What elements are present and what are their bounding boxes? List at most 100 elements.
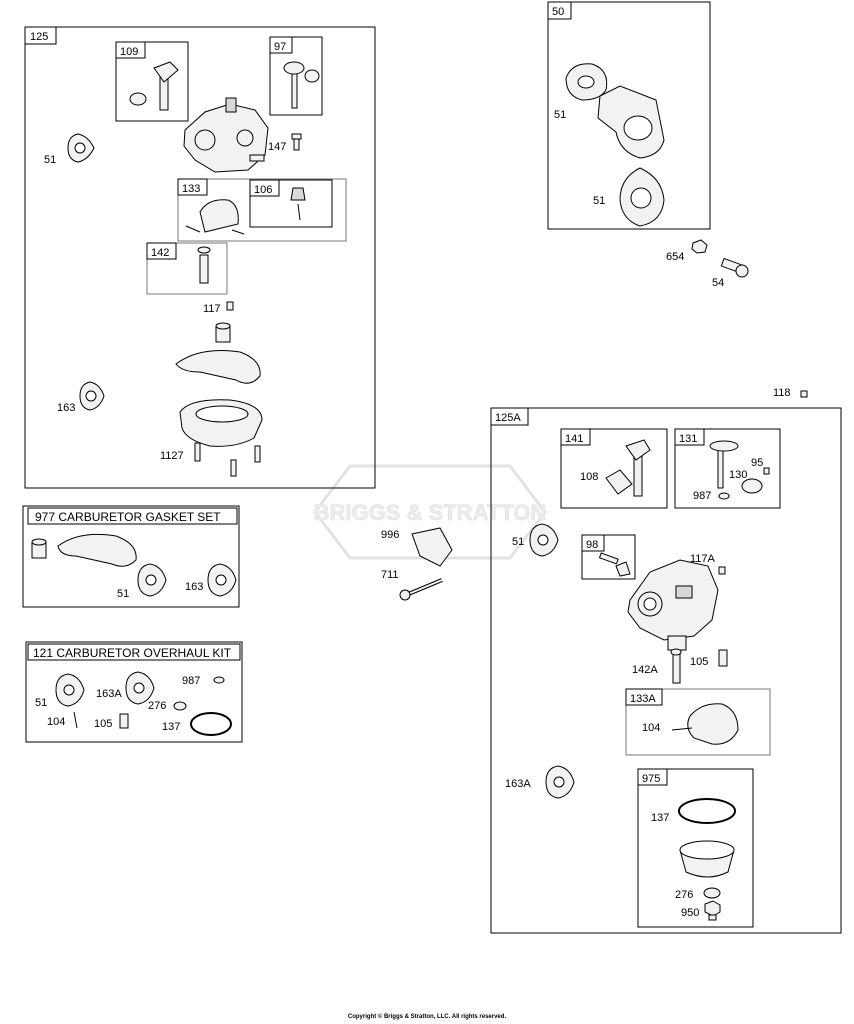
label-142a: 142A (632, 664, 658, 676)
screw-105-121-icon (119, 713, 129, 729)
subgroup-133a-label: 133A (630, 693, 656, 705)
subgroup-141-label: 141 (565, 433, 583, 445)
ring-137-121-icon (190, 712, 232, 736)
gasket-51-icon (67, 133, 95, 163)
pin-104-121-icon (73, 711, 78, 729)
jet-117a-icon (718, 566, 726, 575)
label-950: 950 (681, 907, 699, 919)
shield-996-icon (411, 527, 453, 567)
gasket-163-icon (79, 381, 105, 411)
nut-654-icon (691, 239, 708, 254)
ring-137-125a-icon (678, 798, 736, 824)
label-51-g50-bottom: 51 (593, 195, 605, 207)
screw-147-icon (291, 133, 302, 151)
label-108: 108 (580, 471, 598, 483)
group-121-label: 121 CARBURETOR OVERHAUL KIT (33, 646, 232, 660)
label-104-125a: 104 (642, 722, 660, 734)
carburetor-body-icon (183, 97, 269, 173)
group-121: 121 CARBURETOR OVERHAUL KIT 51 163A 987 … (25, 641, 243, 743)
label-276-125a: 276 (675, 889, 693, 901)
throttle-shaft-125a-icon (709, 440, 770, 500)
subgroup-131-label: 131 (679, 433, 697, 445)
float-icon (185, 199, 245, 235)
bowl-gasket-icon (175, 350, 261, 384)
label-163-977: 163 (185, 581, 203, 593)
subgroup-98-label: 98 (586, 539, 598, 551)
label-118: 118 (773, 387, 791, 399)
bolt-950-icon (704, 900, 721, 921)
oring-276-125a-icon (703, 887, 721, 899)
group-977: 977 CARBURETOR GASKET SET 51 163 (22, 505, 240, 608)
float-bowl-icon (179, 399, 263, 447)
label-163: 163 (57, 402, 75, 414)
label-711: 711 (381, 569, 399, 581)
label-137-121: 137 (162, 721, 180, 733)
group-125a: 125A 141 108 131 130 95 987 51 (490, 407, 842, 934)
throttle-shaft-icon (283, 61, 320, 109)
bowl-gasket-977-icon (57, 533, 137, 567)
watermark-text: BRIGGS & STRATTON (314, 500, 547, 525)
screw-711-icon (399, 578, 443, 601)
label-51-125a: 51 (512, 536, 524, 548)
float-125a-icon (671, 703, 739, 745)
subgroup-975-label: 975 (642, 773, 660, 785)
label-147: 147 (268, 141, 286, 153)
label-54: 54 (712, 277, 724, 289)
carburetor-body-125a-icon (627, 559, 719, 651)
label-117a: 117A (690, 553, 716, 565)
brand-watermark: BRIGGS & STRATTON (313, 464, 547, 560)
bolt-1127-icons (194, 442, 261, 477)
choke-shaft-icon (129, 61, 179, 111)
label-95: 95 (751, 457, 763, 469)
copyright-text: Copyright © Briggs & Stratton, LLC. All … (347, 1014, 507, 1020)
label-51-g50-top: 51 (554, 109, 566, 121)
label-276-121: 276 (148, 700, 166, 712)
label-51-g125: 51 (44, 154, 56, 166)
label-654: 654 (666, 251, 684, 263)
screw-105-125a-icon (718, 649, 728, 667)
main-jet-icon (197, 246, 211, 284)
subgroup-142-label: 142 (151, 247, 169, 259)
label-163a-125a: 163A (505, 778, 531, 790)
label-987-125a: 987 (693, 490, 711, 502)
spacer-icon (215, 322, 231, 343)
label-105-121: 105 (94, 718, 112, 730)
group-50: 50 51 51 (547, 1, 711, 230)
float-bowl-125a-icon (679, 840, 735, 878)
group-125: 125 109 97 147 (24, 26, 376, 489)
label-117: 117 (203, 303, 221, 315)
choke-shaft-125a-icon (605, 439, 651, 497)
screw-118-icon (800, 390, 808, 398)
group-977-label: 977 CARBURETOR GASKET SET (35, 510, 221, 524)
gasket-51-121-icon (55, 673, 85, 707)
main-jet-142a-icon (670, 648, 682, 684)
subgroup-109-label: 109 (120, 46, 138, 58)
group-50-label: 50 (552, 6, 564, 18)
label-51-977: 51 (117, 588, 129, 600)
gasket-163a-121-icon (125, 671, 155, 705)
oring-276-121-icon (173, 701, 187, 711)
needle-valve-icon (290, 187, 306, 221)
gasket-51-977-icon (137, 563, 167, 597)
subgroup-133-label: 133 (182, 183, 200, 195)
intake-elbow-icon (565, 63, 665, 159)
bolt-54-icon (720, 257, 749, 278)
spacer-977-icon (31, 538, 47, 559)
label-130: 130 (729, 469, 747, 481)
label-137-125a: 137 (651, 812, 669, 824)
group-125a-label: 125A (495, 412, 521, 424)
label-51-121: 51 (35, 697, 47, 709)
label-163a-121: 163A (96, 688, 122, 700)
label-1127: 1127 (160, 450, 184, 462)
group-125-label: 125 (30, 31, 48, 43)
label-996: 996 (381, 529, 399, 541)
label-104-121: 104 (47, 716, 65, 728)
jet-117-icon (226, 301, 234, 311)
gasket-163-977-icon (207, 563, 237, 597)
subgroup-97-label: 97 (274, 41, 286, 53)
washer-987-121-icon (213, 676, 225, 684)
gasket-51-lower-icon (619, 167, 665, 227)
subgroup-106-label: 106 (254, 184, 272, 196)
idle-screw-icon (598, 552, 631, 577)
